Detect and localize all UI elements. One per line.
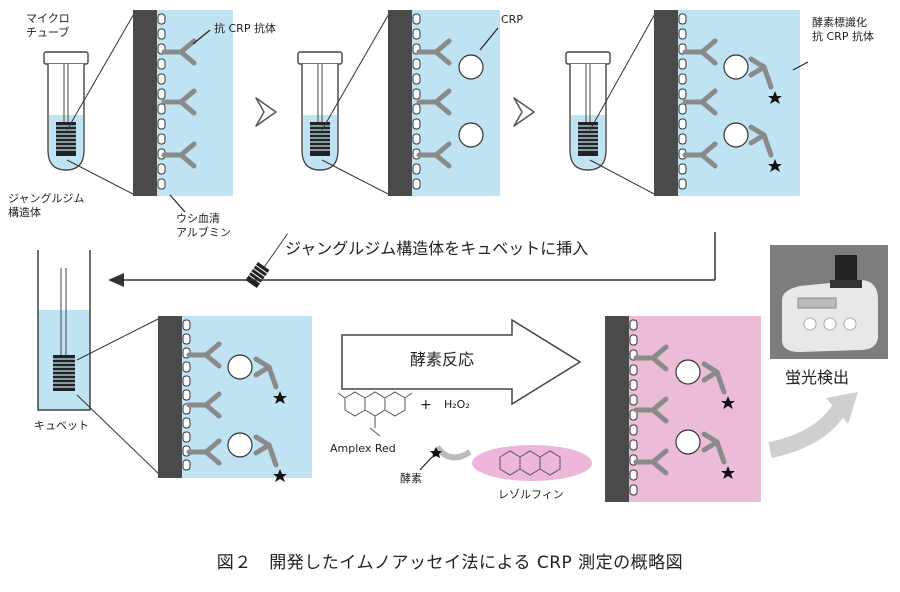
step2-tube xyxy=(297,51,343,171)
resorufin-structure xyxy=(472,445,592,481)
fluorometer-device-image xyxy=(770,245,888,359)
label-anti-crp-antibody: 抗 CRP 抗体 xyxy=(214,22,276,35)
label-bsa: ウシ血清 アルブミン xyxy=(176,212,231,239)
label-enzyme-reaction: 酵素反応 xyxy=(410,350,475,369)
crp-molecule xyxy=(458,122,484,148)
figure-caption: 図２ 開発したイムノアッセイ法による CRP 測定の概略図 xyxy=(216,553,684,573)
label-jungle-gym-structure: ジャングルジム 構造体 xyxy=(8,192,85,219)
label-cuvette: キュベット xyxy=(34,419,89,432)
detection-arrow xyxy=(768,403,847,458)
crp-molecule xyxy=(458,54,484,80)
step-arrow-icon xyxy=(513,97,535,127)
enzyme-reaction-arrow xyxy=(341,318,582,406)
panel-step2 xyxy=(388,10,500,196)
label-h2o2: H₂O₂ xyxy=(444,398,470,411)
panel-step3 xyxy=(654,10,800,196)
label-enzyme-labeled-antibody: 酵素標識化 抗 CRP 抗体 xyxy=(812,16,874,43)
step3-tube xyxy=(565,51,611,171)
arrowhead-icon xyxy=(108,273,124,287)
panel-step1 xyxy=(133,10,233,196)
label-enzyme: 酵素 xyxy=(400,472,422,485)
label-microtube: マイクロ チューブ xyxy=(26,12,70,39)
step1-tube xyxy=(43,51,89,171)
zoom-line xyxy=(66,11,136,131)
label-amplex-red: Amplex Red xyxy=(330,442,396,455)
label-insert-instruction: ジャングルジム構造体をキュベットに挿入 xyxy=(285,239,589,258)
jungle-gym-structure-icon xyxy=(245,233,288,289)
cuvette-icon xyxy=(37,250,91,411)
zoom-line xyxy=(66,159,136,196)
label-fluorescence-detection: 蛍光検出 xyxy=(785,368,850,387)
panel-reaction-after xyxy=(605,316,761,502)
label-resorufin: レゾルフィン xyxy=(498,488,564,501)
label-crp: CRP xyxy=(501,13,523,26)
step-arrow-icon xyxy=(255,97,277,127)
panel-reaction-before xyxy=(158,316,312,482)
label-plus: + xyxy=(420,397,432,413)
amplex-red-structure xyxy=(337,391,413,437)
